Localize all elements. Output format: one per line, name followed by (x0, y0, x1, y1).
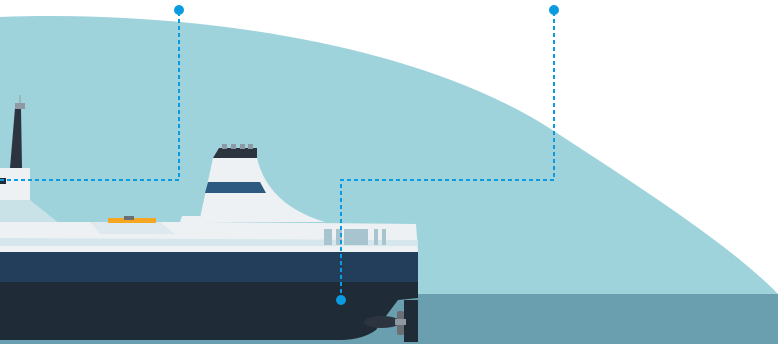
callout-right-dot-top[interactable] (549, 5, 559, 15)
deck-slope (90, 222, 175, 234)
cargo-vehicle (124, 216, 134, 220)
callout-right-dot-bottom[interactable] (336, 295, 346, 305)
hull-band (0, 252, 418, 282)
window-1 (324, 229, 332, 245)
callout-left-dot[interactable] (174, 5, 184, 15)
window-5 (382, 229, 386, 245)
window-3 (344, 229, 368, 245)
window-4 (374, 229, 378, 245)
hull-lower (0, 282, 418, 340)
